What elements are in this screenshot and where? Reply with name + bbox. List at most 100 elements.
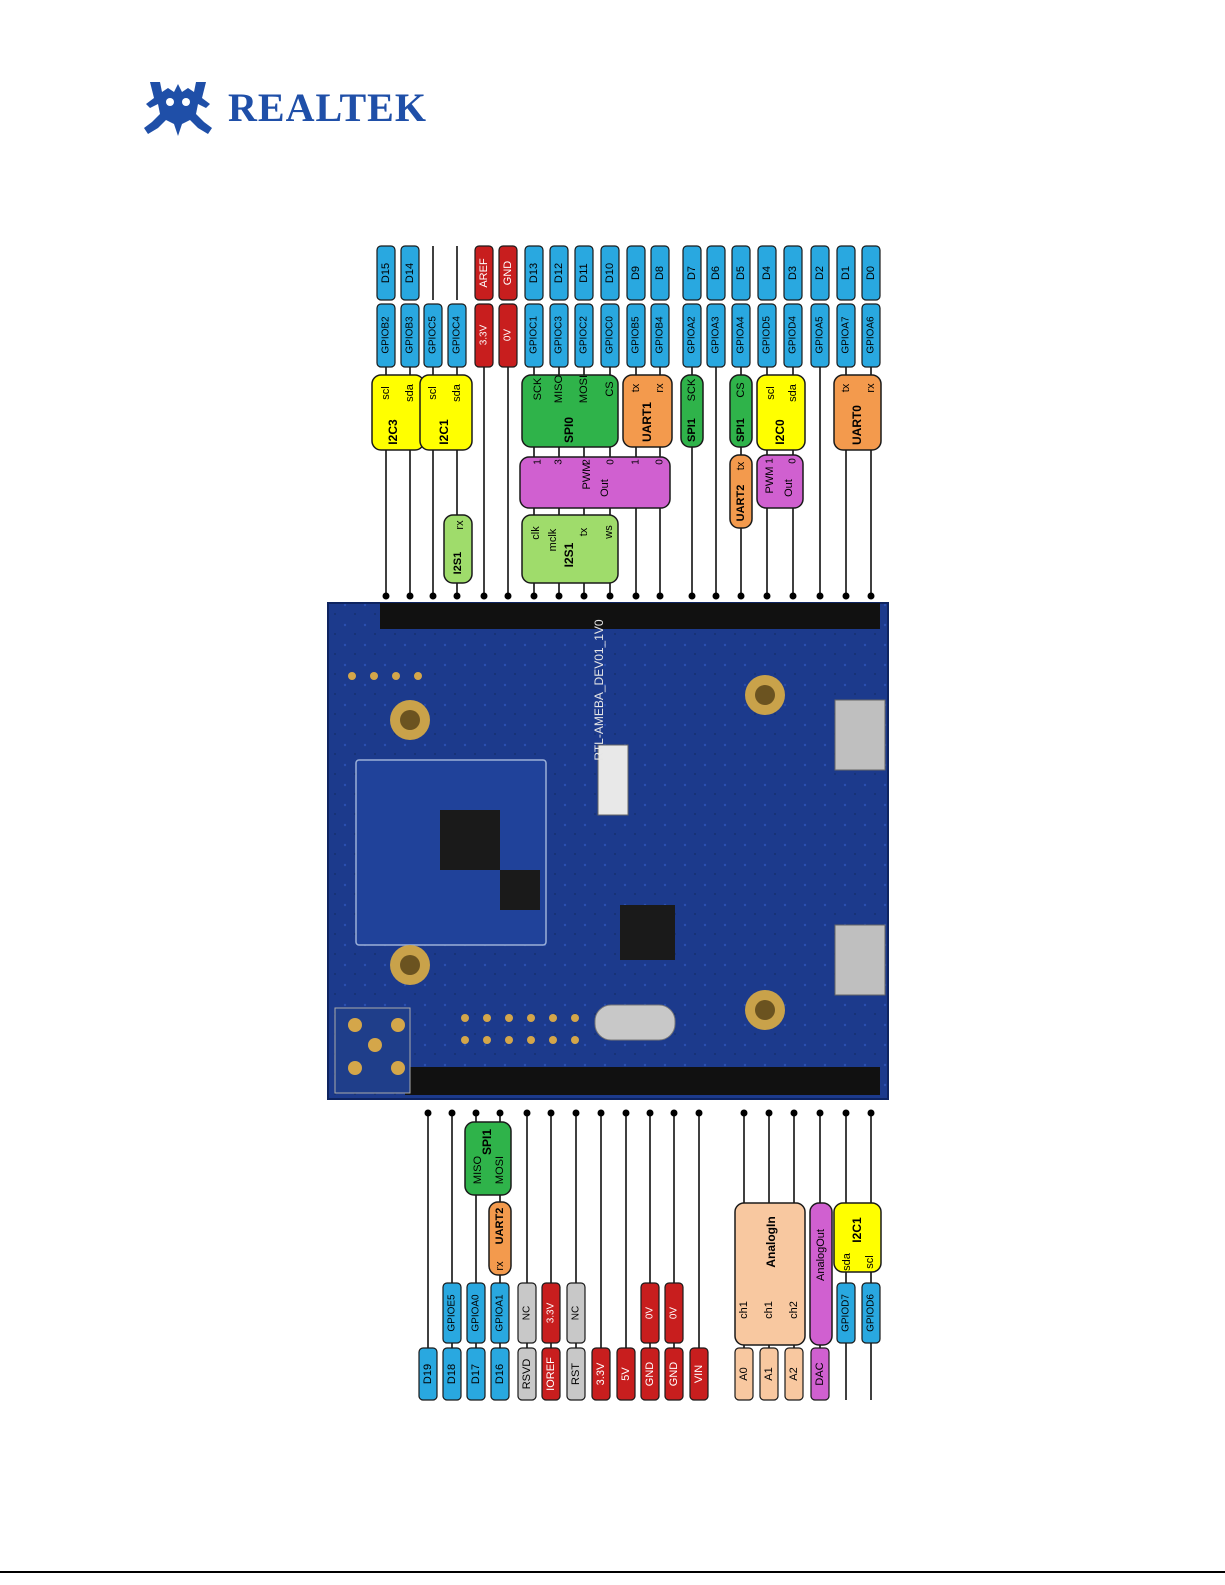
- i2s1-ws: ws: [603, 525, 615, 540]
- bottom-pin-label: A0: [738, 1367, 750, 1380]
- top-gpio-box: [836, 303, 856, 368]
- top-pin-box: [474, 245, 494, 301]
- top-pin-box: [650, 245, 670, 301]
- bottom-gpio-label: GPIOA0: [471, 1294, 482, 1332]
- pwm-ch: 0: [655, 459, 666, 465]
- spi0-cs: CS: [604, 381, 616, 396]
- pad: [414, 672, 422, 680]
- top-gpio-box: [682, 303, 702, 368]
- top-pin-label: D15: [380, 263, 392, 283]
- i2c0-sda: sda: [787, 383, 799, 402]
- pwm-small-ch0: 0: [788, 458, 799, 464]
- bottom-gpio-box: [541, 1282, 561, 1344]
- pwm-small-block: [756, 454, 804, 509]
- i2s1-block: [521, 514, 619, 584]
- pin-dot: [789, 592, 797, 600]
- bottom-pin-label: 3.3V: [595, 1362, 607, 1385]
- i2c1-bottom-name: I2C1: [850, 1217, 864, 1243]
- i2c1-top-sda: sda: [451, 383, 463, 402]
- top-pin-box: [600, 245, 620, 301]
- pin-dot: [580, 592, 588, 600]
- top-gpio-box: [861, 303, 881, 368]
- pwm-ch: 0: [606, 459, 617, 465]
- i2s1-name: I2S1: [562, 542, 576, 567]
- top-gpio-box: [810, 303, 830, 368]
- top-gpio-box: [600, 303, 620, 368]
- analogin-block: [734, 1202, 806, 1346]
- top-pin-label: D12: [553, 263, 565, 283]
- pin-dot: [504, 592, 512, 600]
- mount-hole-center: [400, 710, 420, 730]
- bottom-gpio-box: [466, 1282, 486, 1344]
- pin-dot: [632, 592, 640, 600]
- top-pin-label: D1: [840, 266, 852, 280]
- top-gpio-box: [524, 303, 544, 368]
- i2c0-name: I2C0: [773, 419, 787, 445]
- icsp-pad: [549, 1014, 557, 1022]
- top-gpio-label: GPIOB5: [631, 316, 642, 354]
- top-gpio-label: GPIOA4: [736, 316, 747, 354]
- i2c1-bottom-block: [833, 1202, 882, 1273]
- top-gpio-box: [706, 303, 726, 368]
- icsp-pad: [483, 1014, 491, 1022]
- bottom-pin-box: [466, 1347, 486, 1401]
- i2c0-block: [756, 374, 806, 451]
- footer-rule: [0, 1571, 1225, 1573]
- spi0-mosi: MOSI: [578, 375, 590, 403]
- top-header-strip: [380, 603, 880, 629]
- pin-dot: [656, 592, 664, 600]
- realtek-crab-icon: [144, 82, 212, 136]
- icsp-pad: [549, 1036, 557, 1044]
- pin-dot: [670, 1109, 678, 1117]
- jtag-pad: [348, 1018, 362, 1032]
- top-pin-label: D8: [654, 266, 666, 280]
- i2c1-top-block: [419, 374, 473, 451]
- pin-dot: [606, 592, 614, 600]
- pin-dot: [695, 1109, 703, 1117]
- pin-dot: [472, 1109, 480, 1117]
- top-gpio-label: GPIOB4: [655, 316, 666, 354]
- top-gpio-label: 0V: [503, 329, 514, 342]
- top-pin-box: [810, 245, 830, 301]
- pwm-small-ch1: 1: [765, 458, 776, 464]
- top-pin-label: D9: [630, 266, 642, 280]
- pin-dot: [547, 1109, 555, 1117]
- pwm-small-name: PWM: [764, 467, 776, 494]
- top-gpio-box: [423, 303, 443, 368]
- uart2-tx-label: tx: [735, 461, 747, 470]
- bottom-pin-box: [566, 1347, 586, 1401]
- top-gpio-label: GPIOA7: [841, 316, 852, 354]
- pin-dot: [382, 592, 390, 600]
- pin-dot: [453, 592, 461, 600]
- bottom-pin-box: [541, 1347, 561, 1401]
- realtek-wordmark: REALTEK: [228, 85, 427, 130]
- uart1-name: UART1: [640, 402, 654, 442]
- top-pin-box: [524, 245, 544, 301]
- bottom-pin-box: [759, 1347, 779, 1401]
- pin-dot: [448, 1109, 456, 1117]
- i2s1-clk: clk: [530, 526, 542, 540]
- pin-dot: [842, 592, 850, 600]
- pin-dot: [712, 592, 720, 600]
- i2c3-scl: scl: [380, 386, 392, 399]
- bottom-gpio-box: [664, 1282, 684, 1344]
- top-pin-label: GND: [502, 261, 514, 286]
- bottom-pin-box: [810, 1347, 830, 1401]
- top-gpio-box: [376, 303, 396, 368]
- bottom-pin-label: D19: [422, 1364, 434, 1384]
- mount-hole-center: [755, 685, 775, 705]
- usb-connector-2: [834, 924, 886, 996]
- top-gpio-label: GPIOC2: [579, 316, 590, 354]
- bottom-pin-box: [734, 1347, 754, 1401]
- uart0-name: UART0: [850, 405, 864, 445]
- analogin-ch: ch2: [788, 1301, 800, 1319]
- top-gpio-label: GPIOC5: [428, 316, 439, 354]
- uart0-tx: tx: [840, 383, 852, 392]
- top-gpio-box: [757, 303, 777, 368]
- pin-dot: [816, 592, 824, 600]
- i2s1-rx-label: rx: [454, 520, 466, 530]
- bottom-pin-label: GND: [668, 1362, 680, 1387]
- top-pin-label: AREF: [478, 258, 490, 288]
- top-gpio-box: [474, 303, 494, 368]
- icsp-pad: [505, 1036, 513, 1044]
